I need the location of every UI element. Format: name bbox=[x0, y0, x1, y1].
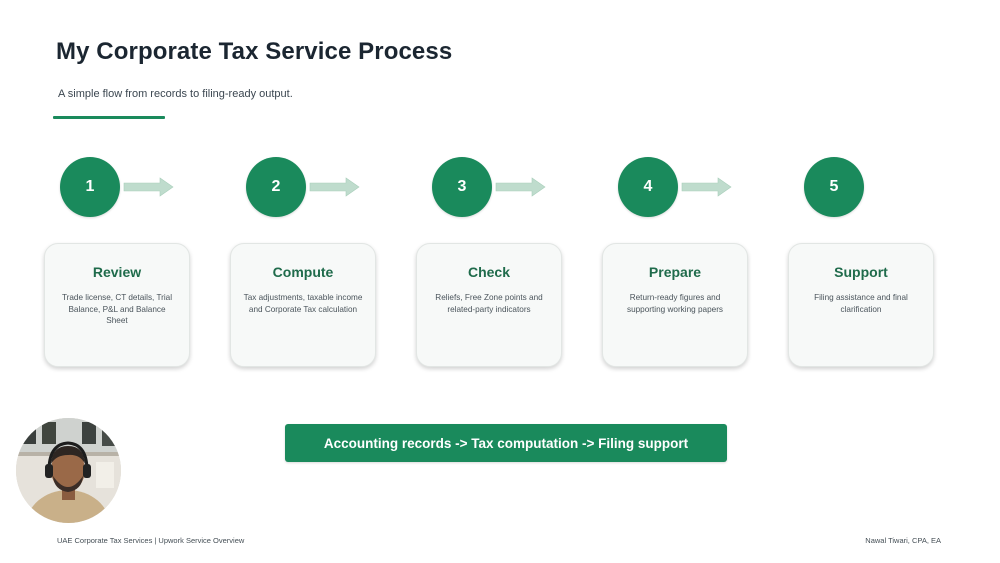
right-arrow-icon bbox=[309, 177, 360, 197]
step-description: Filing assistance and final clarificatio… bbox=[814, 293, 908, 314]
step-description: Reliefs, Free Zone points and related-pa… bbox=[435, 293, 543, 314]
step-title: Support bbox=[834, 264, 888, 280]
step-card-prepare: Prepare Return-ready figures and support… bbox=[602, 243, 748, 367]
right-arrow-icon bbox=[123, 177, 174, 197]
presenter-avatar bbox=[16, 418, 121, 523]
step-number-circle: 4 bbox=[618, 157, 678, 217]
footer-right-text: Nawal Tiwari, CPA, EA bbox=[865, 536, 941, 545]
step-number-circle: 1 bbox=[60, 157, 120, 217]
right-arrow-icon bbox=[681, 177, 732, 197]
step-description: Tax adjustments, taxable income and Corp… bbox=[243, 293, 363, 314]
right-arrow-icon bbox=[495, 177, 546, 197]
step-card-compute: Compute Tax adjustments, taxable income … bbox=[230, 243, 376, 367]
step-description: Trade license, CT details, Trial Balance… bbox=[61, 293, 173, 325]
step-description: Return-ready figures and supporting work… bbox=[626, 293, 724, 314]
step-card-review: Review Trade license, CT details, Trial … bbox=[44, 243, 190, 367]
presenter-webcam bbox=[16, 418, 121, 523]
step-title: Compute bbox=[272, 264, 334, 280]
step-card-check: Check Reliefs, Free Zone points and rela… bbox=[416, 243, 562, 367]
step-number-circle: 3 bbox=[432, 157, 492, 217]
footer-left-text: UAE Corporate Tax Services | Upwork Serv… bbox=[57, 536, 245, 545]
step-number-circle: 2 bbox=[246, 157, 306, 217]
accent-divider bbox=[53, 116, 165, 119]
step-card-support: Support Filing assistance and final clar… bbox=[788, 243, 934, 367]
step-title: Review bbox=[92, 264, 142, 280]
page-subtitle: A simple flow from records to filing-rea… bbox=[58, 88, 293, 100]
summary-banner: Accounting records -> Tax computation ->… bbox=[285, 424, 727, 462]
page-title: My Corporate Tax Service Process bbox=[56, 38, 453, 65]
step-number-circle: 5 bbox=[804, 157, 864, 217]
step-title: Prepare bbox=[648, 264, 702, 280]
step-title: Check bbox=[467, 264, 511, 280]
